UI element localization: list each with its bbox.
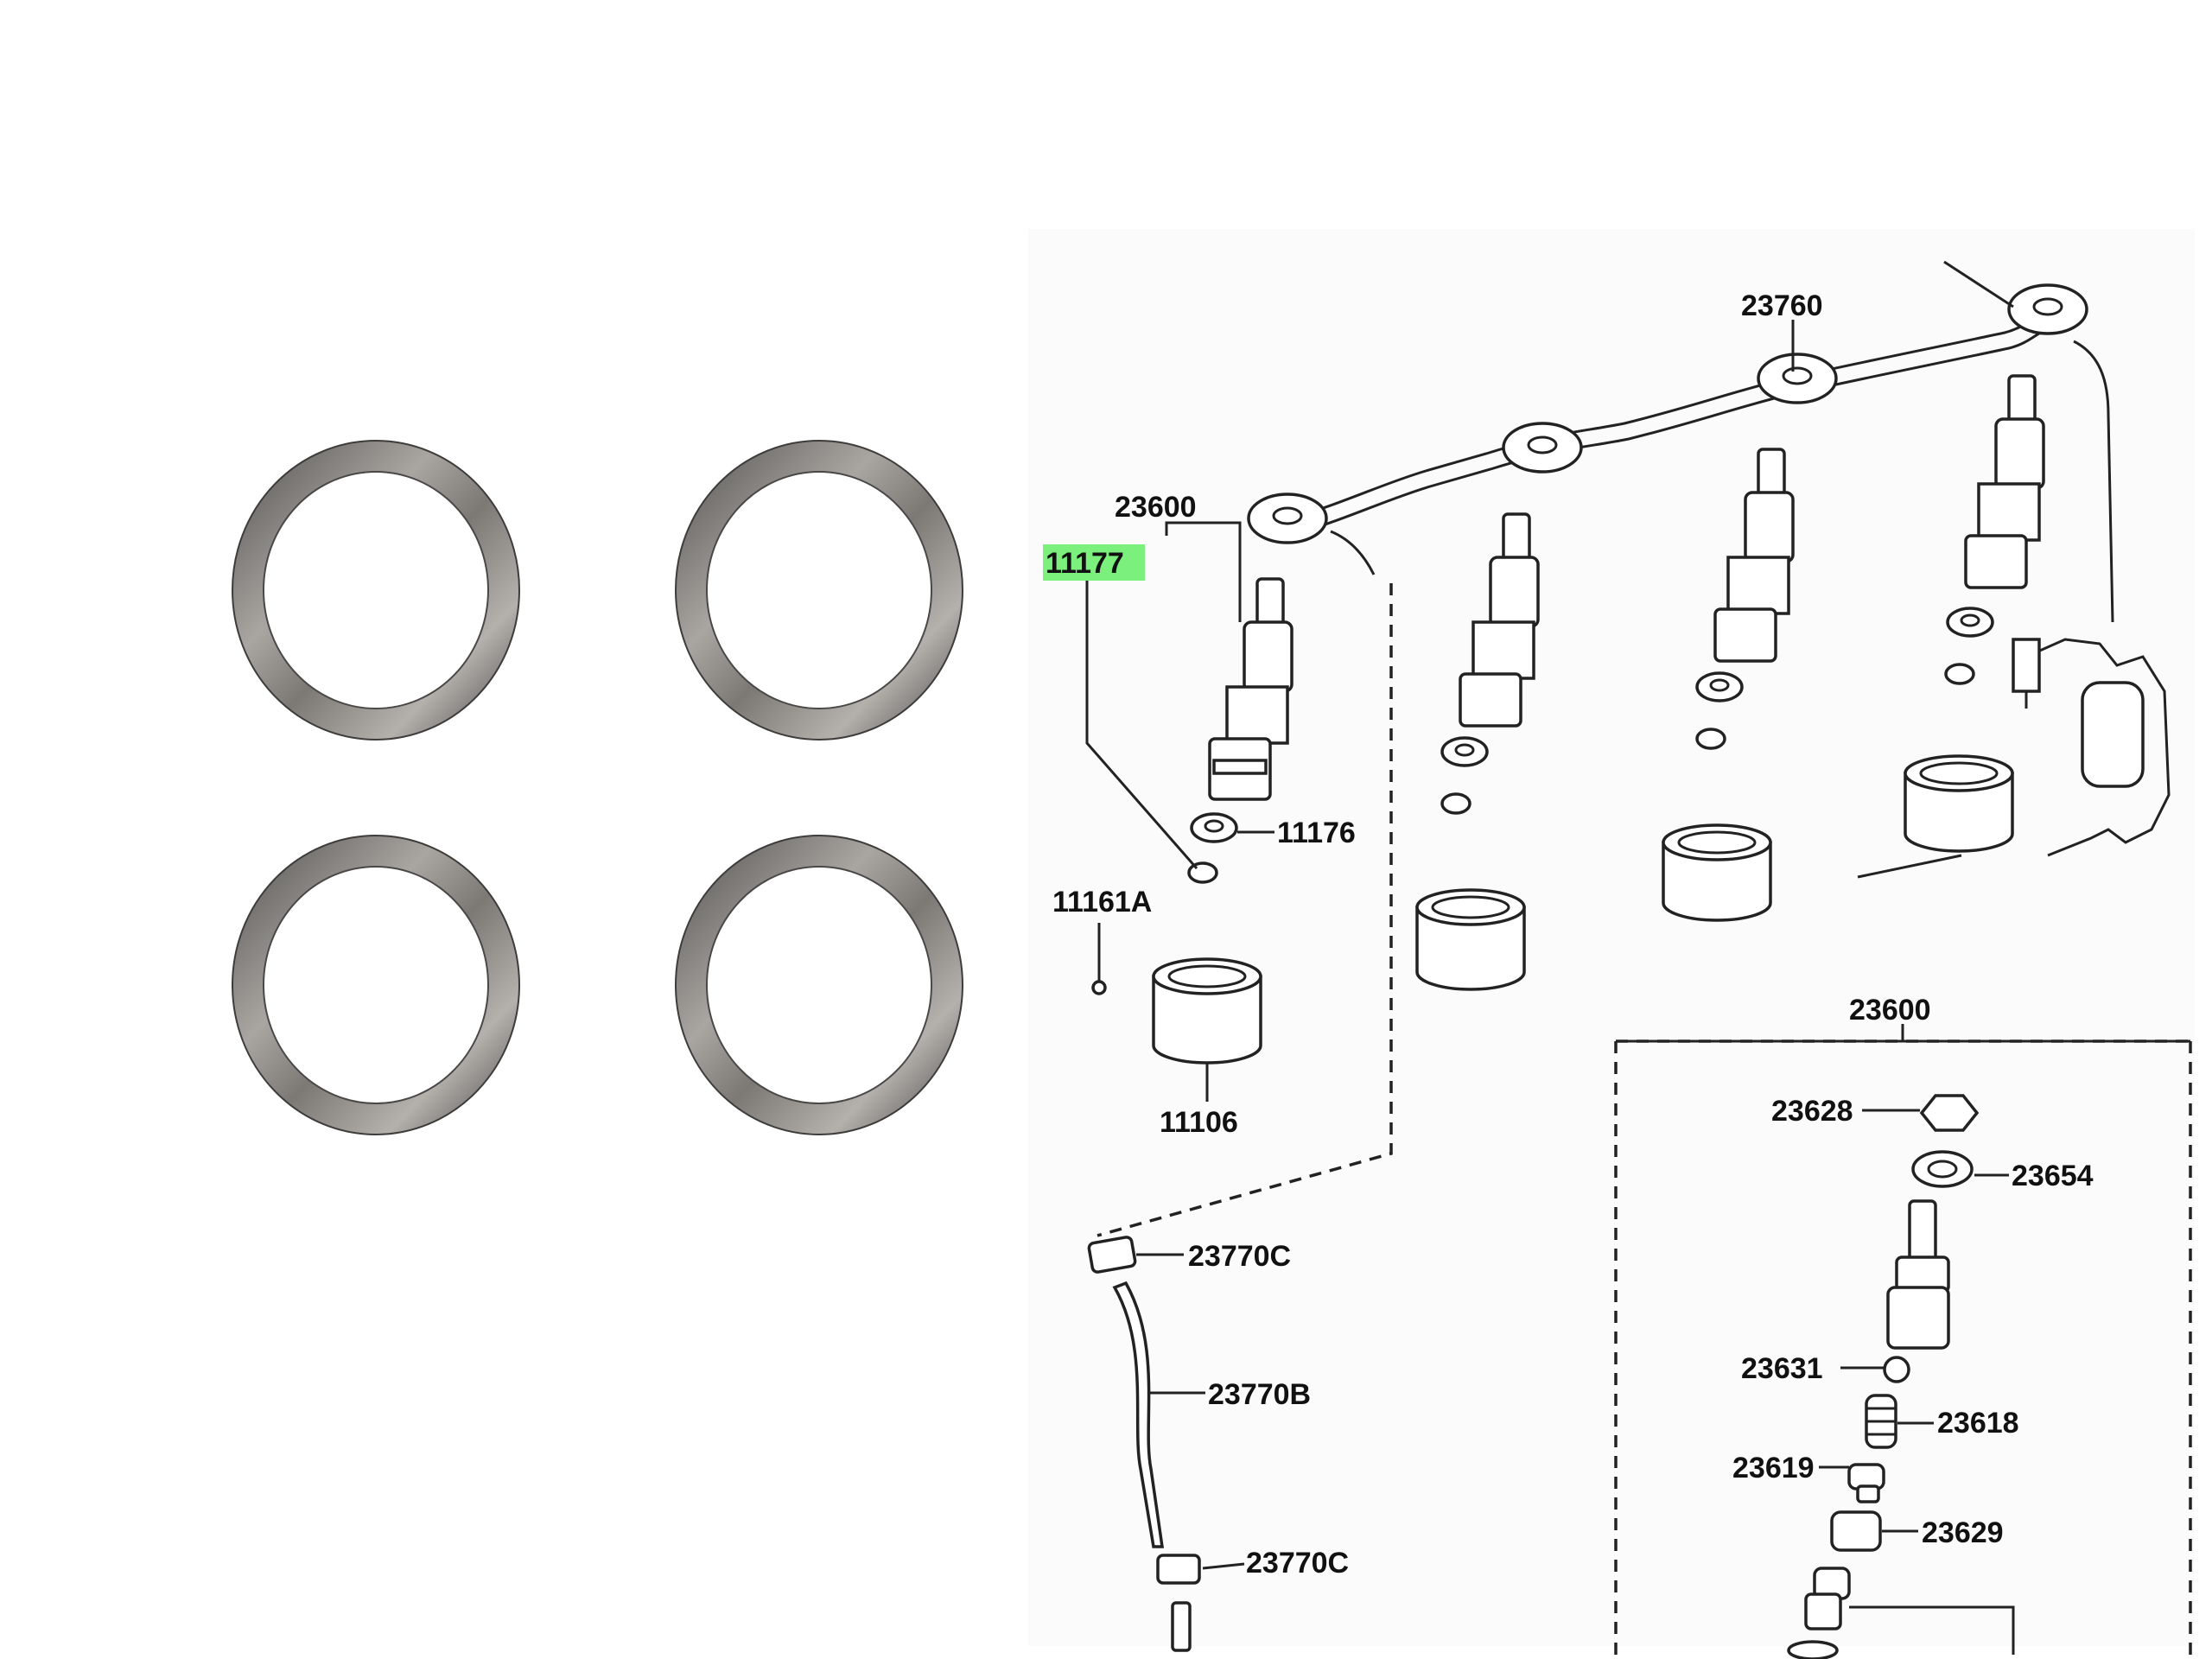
leader-lines (1085, 521, 1274, 1102)
label-23770C-top: 23770C (1188, 1240, 1291, 1273)
label-11106: 11106 (1160, 1106, 1238, 1139)
label-23760: 23760 (1741, 289, 1823, 322)
label-23629: 23629 (1922, 1516, 2004, 1549)
label-23600-top: 23600 (1115, 491, 1197, 524)
label-23654: 23654 (2012, 1160, 2094, 1192)
nozzle-holder-3 (1713, 448, 1795, 663)
nozzle-holder-1 (1208, 577, 1294, 801)
injection-diagram: 23760 23600 11177 11176 11161A 11106 237… (1028, 229, 2195, 1659)
label-11161A: 11161A (1052, 886, 1152, 918)
nozzle-holder-2 (1459, 512, 1540, 728)
washer-photo (232, 440, 963, 1135)
head-port (2081, 681, 2145, 788)
label-11176: 11176 (1277, 817, 1356, 849)
return-pipe-23760 (1247, 260, 2088, 575)
nozzle-holder-4 (1964, 374, 2045, 589)
label-23619: 23619 (1732, 1452, 1815, 1484)
label-23770C-bottom: 23770C (1246, 1547, 1349, 1580)
nozzle-holder-assembly-box (1614, 1024, 2192, 1659)
part-labels: 23760 23600 11177 11176 11161A 11106 237… (1043, 289, 2094, 1580)
washer-image (675, 835, 963, 1135)
head-boss (2012, 638, 2041, 693)
label-11177: 11177 (1046, 547, 1124, 580)
cylinder-head-outline (1857, 340, 2171, 879)
label-23631: 23631 (1741, 1352, 1823, 1385)
nozzle-gaskets (1187, 607, 1994, 884)
chamber-sleeves (1152, 754, 2014, 1065)
label-23628: 23628 (1771, 1095, 1853, 1128)
label-23618: 23618 (1937, 1407, 2019, 1440)
washer-image (232, 440, 520, 741)
highlight-11177 (1043, 544, 1145, 581)
return-hose-assembly (1087, 1236, 1245, 1652)
washer-image (675, 440, 963, 741)
label-23600-box: 23600 (1849, 994, 1931, 1027)
label-23770B: 23770B (1208, 1378, 1311, 1411)
return-hose-route (1096, 583, 1393, 1237)
washer-image (232, 835, 520, 1135)
